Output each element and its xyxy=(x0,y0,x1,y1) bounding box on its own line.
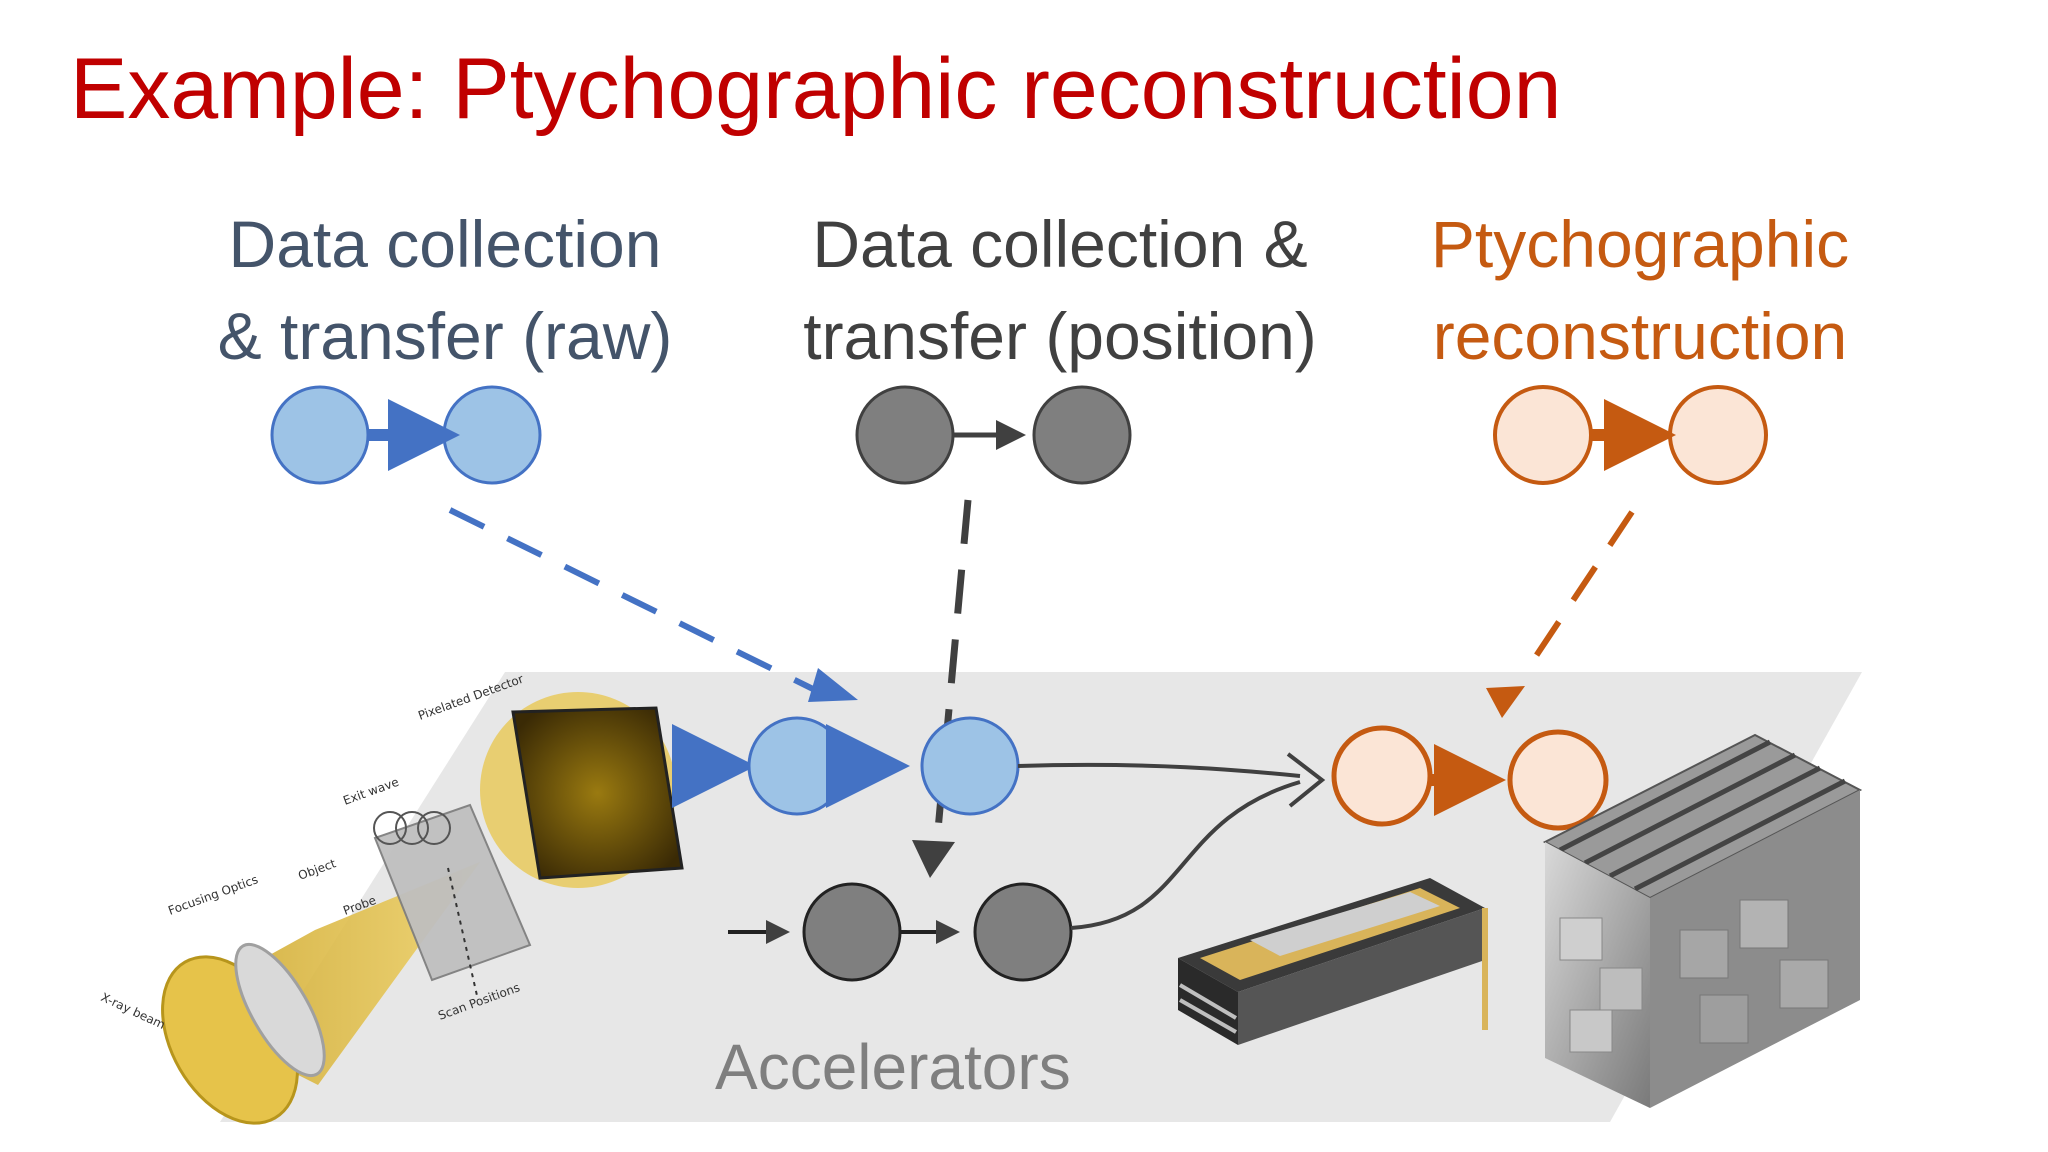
position-transfer-label: Data collection & transfer (position) xyxy=(765,198,1355,382)
label-xray-beam: X-ray beam xyxy=(99,990,168,1032)
position-node-1 xyxy=(855,385,955,485)
position-transfer-label-line2: transfer (position) xyxy=(803,299,1317,373)
label-exit-wave: Exit wave xyxy=(341,775,400,808)
reconstruction-mapping-arrowhead xyxy=(1486,686,1525,718)
supercomputer-icon xyxy=(1542,733,1863,1108)
raw-node-2 xyxy=(442,385,542,485)
cluster-rail-4 xyxy=(1633,778,1847,892)
cluster-block-5 xyxy=(1739,899,1789,949)
probe-circle-3 xyxy=(417,811,451,845)
label-focusing-optics: Focusing Optics xyxy=(166,872,260,918)
gpu-fin-1 xyxy=(1178,983,1238,1020)
gpu-top-face xyxy=(1250,892,1440,956)
reconstruction-node-1 xyxy=(1493,385,1593,485)
merge-arrowhead xyxy=(1286,752,1326,808)
raw-transfer-label: Data collection & transfer (raw) xyxy=(180,198,710,382)
probe-circle-1 xyxy=(373,811,407,845)
reconstruction-workflow-legend xyxy=(1493,385,1768,485)
cluster-block-4 xyxy=(1679,929,1729,979)
accelerators-label: Accelerators xyxy=(715,1031,1071,1103)
raw-workflow-legend xyxy=(270,385,542,485)
raw-mapping-arrow xyxy=(448,507,817,693)
reconstruction-label-line2: reconstruction xyxy=(1432,299,1848,373)
platform-raw-node-1 xyxy=(747,716,847,816)
platform-raw-node-2 xyxy=(920,716,1020,816)
cluster-rail-3 xyxy=(1608,765,1822,879)
position-workflow-legend xyxy=(855,385,1132,485)
label-object: Object xyxy=(296,856,338,883)
position-mapping-arrow xyxy=(934,499,972,831)
raw-mapping-arrowhead xyxy=(808,668,858,702)
raw-node-1 xyxy=(270,385,370,485)
cluster-rail-1 xyxy=(1558,739,1772,853)
cluster-block-2 xyxy=(1599,967,1643,1011)
reconstruction-node-2 xyxy=(1668,385,1768,485)
cluster-block-6 xyxy=(1699,994,1749,1044)
cluster-block-1 xyxy=(1559,917,1603,961)
object-plane xyxy=(373,803,532,982)
gpu-front xyxy=(1238,908,1485,1045)
position-mapping-arrowhead xyxy=(912,840,955,878)
slide-title: Example: Ptychographic reconstruction xyxy=(70,41,1562,137)
reconstruction-mapping-arrow xyxy=(1525,510,1635,670)
position-node-2 xyxy=(1032,385,1132,485)
gpu-fin-2 xyxy=(1179,998,1237,1034)
raw-transfer-label-line2: & transfer (raw) xyxy=(217,299,673,373)
cluster-rail-2 xyxy=(1583,752,1797,866)
platform-position-node-2 xyxy=(973,882,1073,982)
position-to-reconstruction-curve xyxy=(1070,780,1301,930)
cluster-block-7 xyxy=(1779,959,1829,1009)
platform-reconstruction-node-2 xyxy=(1507,729,1609,831)
focusing-optics-ring xyxy=(234,942,326,1078)
probe-circle-2 xyxy=(395,811,429,845)
reconstruction-label: Ptychographic reconstruction xyxy=(1390,198,1890,382)
cluster-block-3 xyxy=(1569,1009,1613,1053)
platform-reconstruction-node-1 xyxy=(1331,725,1433,827)
pixelated-detector xyxy=(511,706,684,880)
reconstruction-label-line1: Ptychographic xyxy=(1430,207,1850,281)
raw-to-reconstruction-curve xyxy=(1017,762,1301,778)
platform-position-node-1 xyxy=(802,882,902,982)
position-transfer-label-line1: Data collection & xyxy=(812,207,1308,281)
gpu-card-icon xyxy=(1178,878,1488,1045)
ptychography-setup-icon: X-ray beam Focusing Optics Probe Object … xyxy=(99,672,684,1125)
raw-transfer-label-line1: Data collection xyxy=(228,207,662,281)
